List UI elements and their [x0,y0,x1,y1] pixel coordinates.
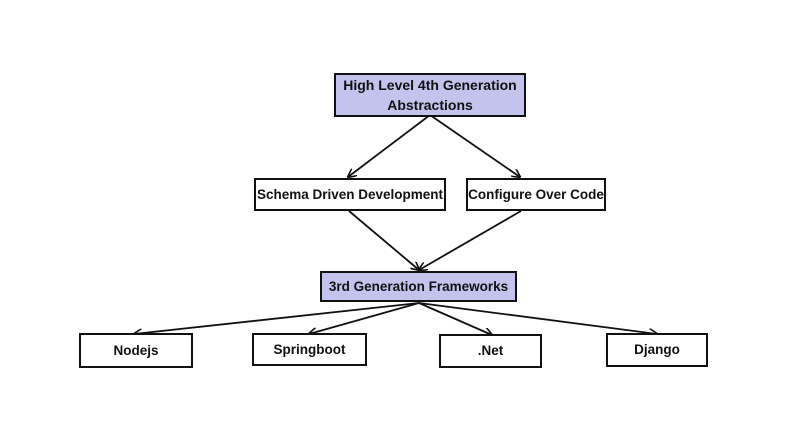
arrow-config-to-third [419,210,522,270]
node-label: Springboot [273,341,346,357]
node-label: 3rd Generation Frameworks [328,278,509,294]
node-label-line-1: High Level 4th Generation [343,77,517,93]
node-3rd-generation-frameworks: 3rd Generation Frameworks [320,271,517,302]
arrow-top-to-config [429,114,520,177]
node-label: Django [634,342,680,357]
node-label-line-2: Abstractions [387,97,473,113]
node-dotnet: .Net [439,334,542,368]
node-high-level-4th-generation-abstractions: High Level 4th Generation Abstractions [334,73,526,117]
arrow-top-to-schema [348,114,431,177]
node-django: Django [606,333,708,367]
arrow-schema-to-third [348,210,419,270]
arrow-third-to-springboot [309,302,420,334]
arrow-third-to-nodejs [134,302,420,334]
node-nodejs: Nodejs [79,333,193,368]
node-label: Nodejs [113,342,159,358]
node-label: Schema Driven Development [256,186,444,202]
arrow-third-to-net [418,302,492,335]
edge-group [134,114,657,335]
node-schema-driven-development: Schema Driven Development [254,178,446,211]
node-springboot: Springboot [252,333,367,366]
node-configure-over-code: Configure Over Code [466,178,606,211]
node-label: Configure Over Code [468,186,604,202]
arrow-third-to-django [418,302,657,334]
node-label: .Net [477,343,504,358]
